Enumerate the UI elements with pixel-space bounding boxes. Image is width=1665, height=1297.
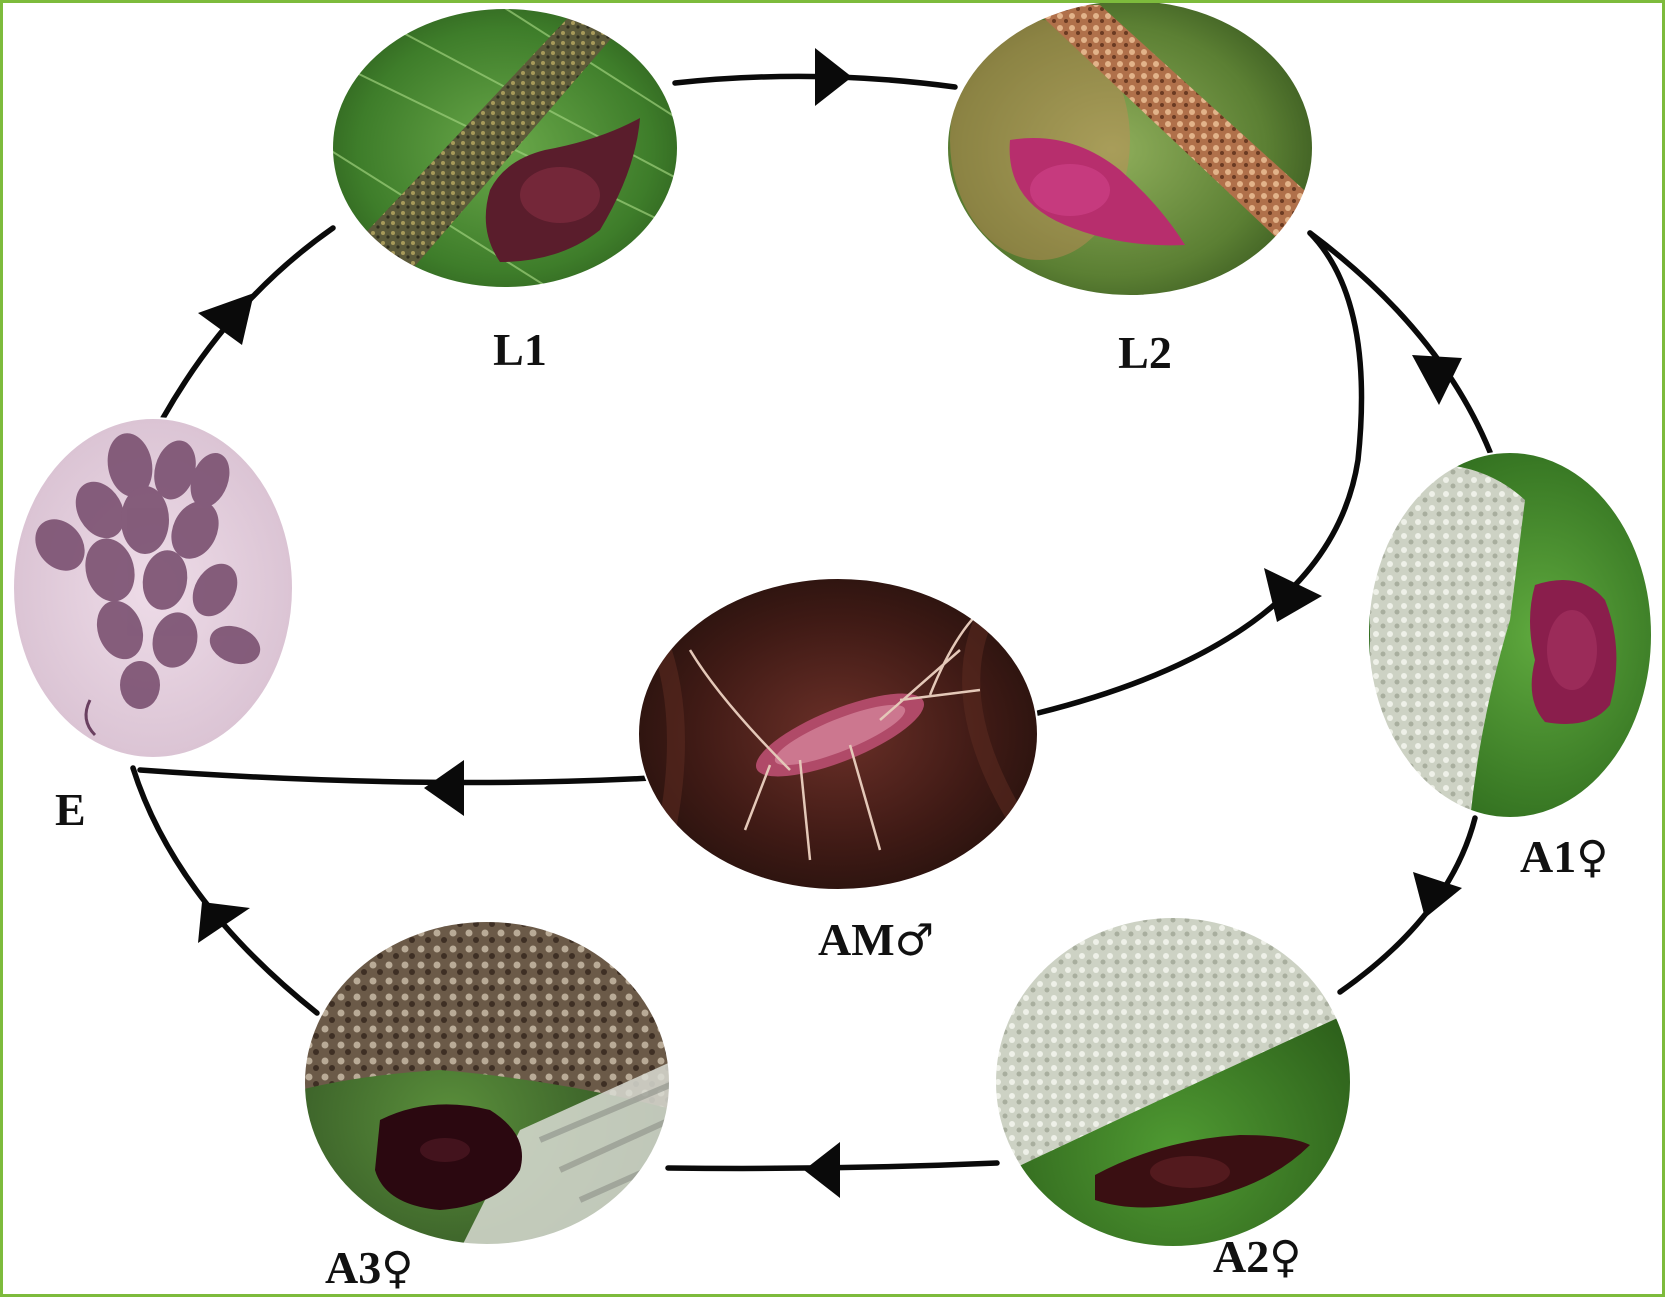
label-l2: L2: [1118, 327, 1172, 378]
arrowhead-a1-a2: [1413, 872, 1462, 918]
male-symbol: ♂: [895, 915, 934, 966]
arrow-l2-to-am: [1038, 233, 1362, 713]
arrowhead-l2-am: [1264, 568, 1322, 622]
label-a1-text: A1: [1520, 831, 1576, 882]
stage-a3-photo: [300, 920, 675, 1250]
label-a3-text: A3: [325, 1242, 381, 1293]
label-a3: A3♀: [325, 1242, 413, 1294]
label-e: E: [55, 784, 86, 835]
arrow-am-to-e: [140, 770, 652, 783]
arrow-a3-to-e: [133, 768, 317, 1013]
arrowhead-a3-e: [198, 902, 250, 943]
arrowhead-a2-a3: [804, 1142, 840, 1198]
stage-a2-photo: [990, 915, 1360, 1250]
stage-l2-photo: [945, 0, 1315, 300]
label-a2: A2♀: [1213, 1231, 1301, 1283]
female-symbol: ♀: [1576, 832, 1608, 883]
stage-e-photo: [13, 418, 293, 758]
arrowhead-am-e: [424, 760, 464, 816]
arrow-e-to-l1: [163, 228, 333, 418]
female-symbol: ♀: [1269, 1232, 1301, 1283]
arrowhead-e-l1: [198, 293, 254, 345]
label-am: AM♂: [818, 914, 934, 966]
arrow-a1-to-a2: [1340, 818, 1475, 992]
stage-l1-photo: [330, 5, 680, 295]
label-a1: A1♀: [1520, 831, 1608, 883]
label-a2-text: A2: [1213, 1231, 1269, 1282]
arrowhead-l1-l2: [815, 48, 852, 106]
stage-a1-photo: [1365, 450, 1655, 820]
label-l1: L1: [493, 324, 547, 375]
stage-am-photo: [635, 575, 1040, 890]
female-symbol: ♀: [381, 1243, 413, 1294]
label-am-text: AM: [818, 914, 895, 965]
